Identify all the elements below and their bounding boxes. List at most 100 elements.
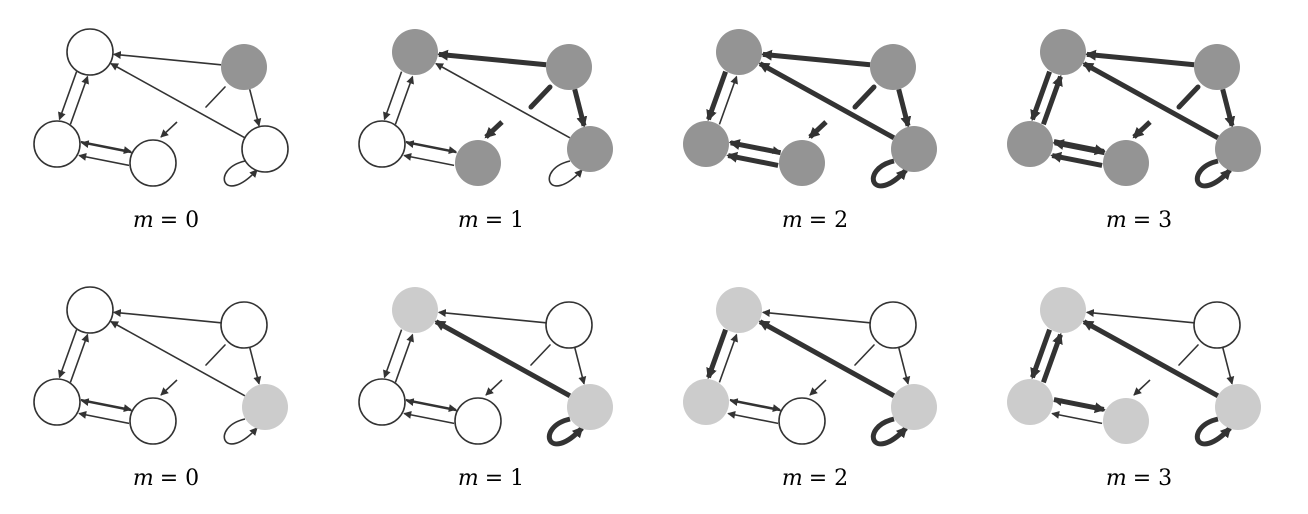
panel-caption: m= 0 bbox=[133, 208, 199, 233]
graph-node-3-r0p2 bbox=[779, 140, 825, 186]
edge-e0_2-r1p2 bbox=[706, 328, 728, 380]
edge-e3_2-r1p3 bbox=[1051, 410, 1103, 425]
edge-e4_0-r1p0 bbox=[110, 320, 246, 397]
graph-node-4-r0p0 bbox=[241, 125, 289, 173]
graph-node-0-r0p0 bbox=[66, 28, 114, 76]
edge-e3_2-r1p1 bbox=[403, 410, 455, 425]
panel-caption: m= 1 bbox=[458, 208, 524, 233]
edge-e1_4-r0p0 bbox=[248, 89, 262, 127]
graph-node-0-r1p2 bbox=[716, 287, 762, 333]
graph-node-4-r0p1 bbox=[567, 126, 613, 172]
caption-variable: m bbox=[1106, 466, 1127, 491]
edge-e2_3-r1p0 bbox=[80, 398, 132, 413]
caption-variable: m bbox=[458, 208, 479, 233]
stub-edge-node3-r1p1 bbox=[485, 379, 503, 396]
edge-e1_4-r1p3 bbox=[1221, 347, 1235, 385]
stub-edge-node3-r1p0 bbox=[160, 379, 178, 396]
graph-node-1-r0p3 bbox=[1194, 44, 1240, 90]
caption-variable: m bbox=[782, 208, 803, 233]
caption-value: = 0 bbox=[160, 208, 199, 233]
self-loop-node4-r0p2 bbox=[870, 158, 908, 189]
graph-node-3-r1p1 bbox=[454, 397, 502, 445]
graph-node-1-r0p2 bbox=[870, 44, 916, 90]
graph-node-4-r1p3 bbox=[1215, 384, 1261, 430]
edge-e0_2-r0p2 bbox=[706, 70, 728, 122]
edge-e1_4-r0p1 bbox=[572, 88, 588, 128]
graph-node-1-r1p1 bbox=[545, 301, 593, 349]
graph-node-4-r1p2 bbox=[891, 384, 937, 430]
graph-node-2-r0p0 bbox=[33, 120, 81, 168]
stub-edge-node1-r1p0 bbox=[205, 344, 226, 366]
edge-e1_0-r1p2 bbox=[761, 309, 871, 324]
caption-variable: m bbox=[133, 208, 154, 233]
edge-e2_3-r1p3 bbox=[1053, 397, 1106, 414]
edge-e2_0-r0p0 bbox=[69, 75, 89, 125]
edge-e2_0-r1p3 bbox=[1041, 332, 1063, 384]
edge-e2_3-r0p0 bbox=[80, 140, 132, 155]
stub-edge-node1-r0p1 bbox=[528, 84, 553, 110]
edge-e1_0-r1p1 bbox=[437, 309, 547, 324]
edge-e4_0-r0p1 bbox=[435, 62, 571, 139]
stub-edge-node1-r0p3 bbox=[1176, 84, 1201, 110]
stub-edge-node1-r0p2 bbox=[852, 84, 877, 110]
edge-e3_2-r1p2 bbox=[727, 410, 779, 425]
graph-node-3-r0p1 bbox=[455, 140, 501, 186]
edge-e0_2-r1p3 bbox=[1030, 328, 1052, 380]
edge-e3_2-r1p0 bbox=[78, 410, 130, 425]
stub-edge-node1-r1p1 bbox=[530, 344, 551, 366]
graph-node-0-r0p2 bbox=[716, 29, 762, 75]
graph-node-2-r1p3 bbox=[1007, 379, 1053, 425]
stub-edge-node3-r0p3 bbox=[1132, 120, 1152, 139]
caption-variable: m bbox=[458, 466, 479, 491]
caption-value: = 2 bbox=[809, 466, 848, 491]
edge-e2_3-r1p2 bbox=[729, 398, 781, 413]
edge-e4_0-r0p2 bbox=[758, 61, 896, 141]
edge-e2_0-r0p1 bbox=[394, 75, 414, 125]
caption-value: = 1 bbox=[485, 466, 524, 491]
graph-node-3-r1p2 bbox=[778, 397, 826, 445]
stub-edge-node3-r1p2 bbox=[809, 379, 827, 396]
graph-node-0-r0p3 bbox=[1040, 29, 1086, 75]
stub-edge-node3-r0p2 bbox=[808, 120, 828, 139]
panel-row0-col1: m= 1 bbox=[358, 29, 613, 233]
edge-e1_0-r0p1 bbox=[436, 49, 547, 68]
edge-e2_3-r0p1 bbox=[405, 140, 457, 155]
edge-e2_3-r1p1 bbox=[405, 398, 457, 413]
graph-node-0-r1p1 bbox=[392, 287, 438, 333]
edge-e2_0-r1p0 bbox=[69, 333, 89, 383]
graph-node-1-r0p0 bbox=[221, 44, 267, 90]
panel-caption: m= 2 bbox=[782, 466, 848, 491]
caption-value: = 1 bbox=[485, 208, 524, 233]
edge-e0_2-r0p0 bbox=[58, 71, 78, 121]
edge-e1_0-r0p3 bbox=[1084, 49, 1195, 68]
edge-e2_0-r1p1 bbox=[394, 333, 414, 383]
edge-e0_2-r0p3 bbox=[1030, 70, 1052, 122]
graph-node-1-r0p1 bbox=[546, 44, 592, 90]
edge-e3_2b-r1p1 bbox=[405, 398, 457, 412]
edge-e3_2b-r0p2 bbox=[728, 139, 782, 156]
panel-row0-col3: m= 3 bbox=[1007, 29, 1261, 233]
stub-edge-node1-r1p2 bbox=[854, 344, 875, 366]
stub-edge-node1-r0p0 bbox=[205, 86, 226, 108]
graph-node-4-r0p3 bbox=[1215, 126, 1261, 172]
caption-value: = 3 bbox=[1133, 208, 1172, 233]
graph-node-1-r1p2 bbox=[869, 301, 917, 349]
panel-row1-col0: m= 0 bbox=[33, 286, 288, 491]
edge-e3_2b-r0p1 bbox=[405, 140, 457, 154]
edge-e4_0-r1p1 bbox=[434, 319, 572, 399]
panel-row1-col3: m= 3 bbox=[1007, 287, 1261, 491]
graph-node-4-r1p1 bbox=[567, 384, 613, 430]
graph-node-4-r0p2 bbox=[891, 126, 937, 172]
caption-variable: m bbox=[133, 466, 154, 491]
graph-node-0-r0p1 bbox=[392, 29, 438, 75]
edge-e2_0-r0p3 bbox=[1041, 74, 1063, 126]
edge-e4_0-r0p0 bbox=[110, 62, 246, 139]
edge-e4_0-r1p2 bbox=[758, 319, 896, 399]
panel-row1-col1: m= 1 bbox=[358, 287, 613, 491]
edge-e0_2-r1p1 bbox=[383, 329, 403, 379]
graph-node-3-r0p0 bbox=[129, 139, 177, 187]
panel-caption: m= 3 bbox=[1106, 208, 1172, 233]
self-loop-node4-r0p0 bbox=[223, 160, 258, 187]
caption-value: = 3 bbox=[1133, 466, 1172, 491]
